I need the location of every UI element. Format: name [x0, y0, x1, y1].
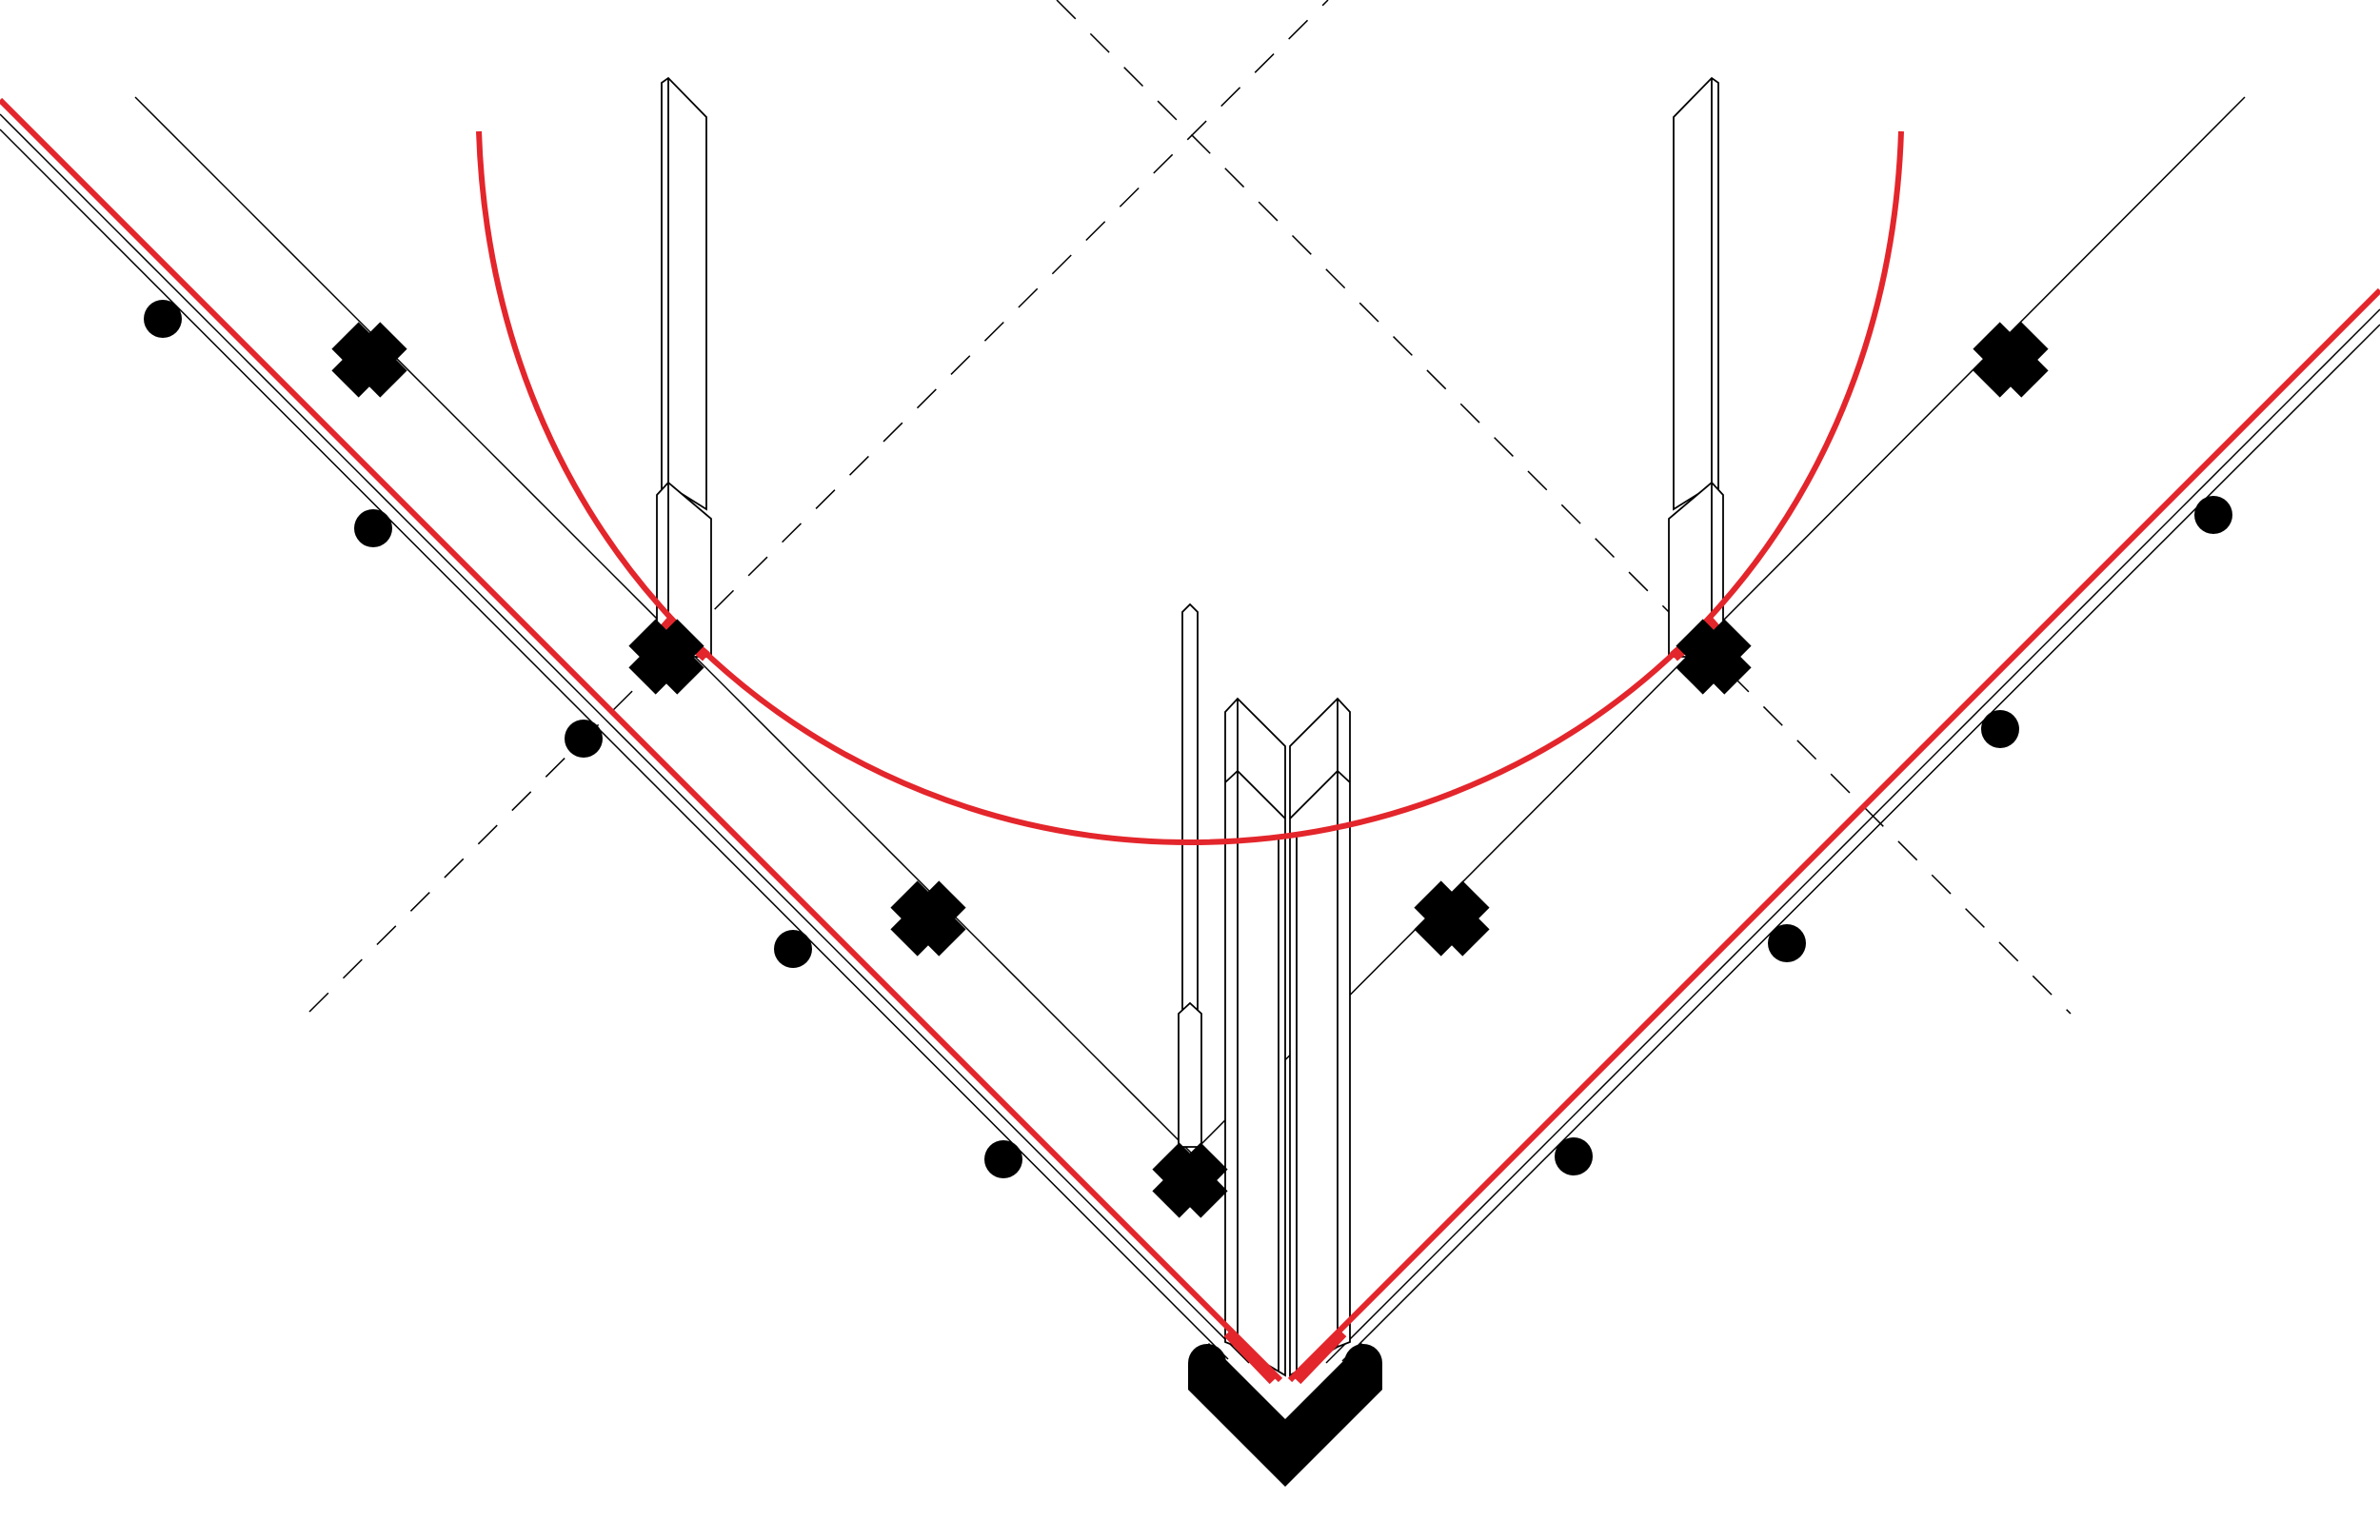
dashed-diagonals	[308, 0, 2072, 1015]
corner-chevron-icon	[1188, 1343, 1382, 1485]
cross-node-icon	[1403, 870, 1500, 967]
column-icon	[1181, 602, 1199, 1010]
dot-icon	[984, 1140, 1022, 1178]
cross-node-icon	[880, 870, 977, 967]
dashed-line-left	[308, 0, 1329, 1013]
outer-rail-right	[1325, 308, 2380, 1364]
column-icon	[1289, 697, 1351, 1377]
column-elevations	[656, 76, 1724, 1377]
outer-rail-left	[0, 113, 1250, 1364]
dot-icon	[565, 720, 603, 758]
red-edge-right	[1287, 287, 2380, 1383]
column-icon	[1224, 697, 1286, 1377]
column-left	[656, 76, 712, 658]
dot-icon	[1981, 710, 2019, 748]
column-thin	[1178, 602, 1202, 1148]
dot-icon	[1768, 924, 1806, 962]
column-icon	[1178, 1001, 1202, 1148]
dot-icon	[774, 930, 812, 968]
dot-icon	[354, 509, 392, 547]
dot-icon	[144, 300, 182, 338]
cross-node-icon	[321, 311, 418, 408]
outer-rail-left-inner	[0, 128, 1229, 1360]
dot-icon	[2194, 496, 2232, 534]
red-arc	[476, 130, 1904, 846]
dot-icon	[1555, 1137, 1593, 1175]
red-edge-left	[0, 97, 1283, 1383]
red-highlight-right	[1292, 1328, 1347, 1385]
red-highlight-left	[1223, 1328, 1279, 1385]
cross-node-icon	[1962, 311, 2059, 408]
column-right	[1668, 76, 1724, 658]
corner-chevron-icon	[1188, 1364, 1382, 1487]
dashed-line-right	[1056, 0, 2072, 1015]
outer-rail-right-inner	[1341, 324, 2380, 1362]
column-center-double	[1224, 697, 1351, 1377]
corner-chevron	[1188, 1343, 1382, 1487]
